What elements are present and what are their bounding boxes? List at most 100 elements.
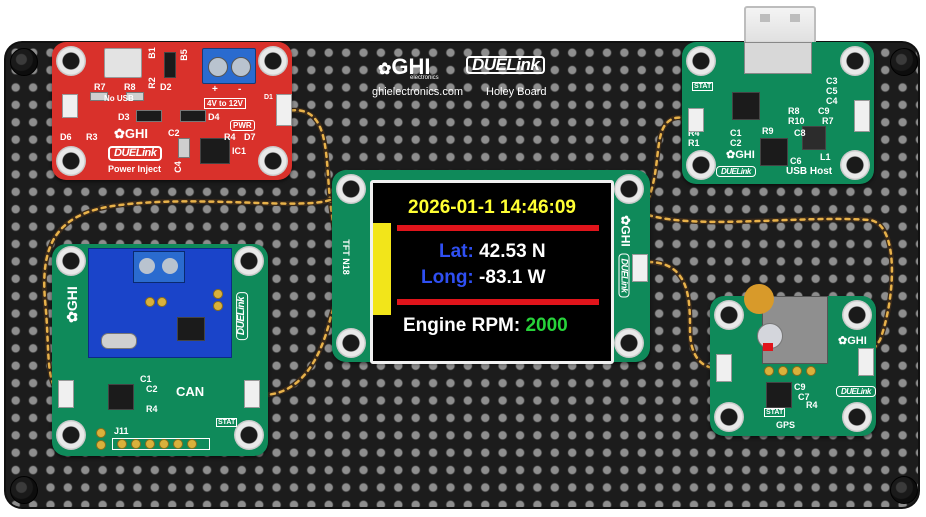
module-name: CAN xyxy=(176,384,205,399)
jst-connector-right[interactable] xyxy=(276,94,292,126)
mcu-ic xyxy=(760,138,788,166)
mount-hole xyxy=(56,246,86,276)
standoff-bottom-left xyxy=(10,476,38,504)
label-d1: D1 xyxy=(264,94,273,101)
label-c1: C1 xyxy=(140,374,152,384)
pad xyxy=(96,428,106,438)
label-r9: R9 xyxy=(762,126,774,136)
jumper-pad xyxy=(213,301,223,311)
jst-connector-right[interactable] xyxy=(854,100,870,132)
label-c7: C7 xyxy=(798,392,810,402)
jst-connector-right[interactable] xyxy=(858,348,874,376)
mount-hole xyxy=(234,420,264,450)
mount-hole xyxy=(56,420,86,450)
long-row: Long: -83.1 W xyxy=(421,267,546,289)
usb-label: No USB xyxy=(104,94,134,103)
mount-hole xyxy=(336,328,366,358)
usb-plug-tab xyxy=(760,14,770,22)
ic1-regulator xyxy=(200,138,230,164)
can-screw-terminal[interactable] xyxy=(133,251,185,283)
label-d7: D7 xyxy=(244,132,256,142)
pad xyxy=(764,366,774,376)
mount-hole xyxy=(56,146,86,176)
crystal xyxy=(101,333,137,349)
duelink-logo: DUELink xyxy=(466,56,546,74)
jst-connector-left[interactable] xyxy=(58,380,74,408)
standoff-bottom-right xyxy=(890,476,918,504)
jst-connector-left[interactable] xyxy=(716,354,732,382)
stat-label: STAT xyxy=(764,408,786,417)
usb-plug-tab xyxy=(790,14,800,22)
lat-row: Lat: 42.53 N xyxy=(439,241,546,263)
ghi-logo-sub: electronics xyxy=(410,75,439,81)
mount-hole xyxy=(714,402,744,432)
stat-label: STAT xyxy=(216,418,238,427)
duelink-logo: DUELink xyxy=(836,386,876,397)
mount-hole xyxy=(258,146,288,176)
jst-connector-right[interactable] xyxy=(244,380,260,408)
ghi-logo: ✿GHI xyxy=(726,149,755,161)
screen-flex-strip xyxy=(373,223,391,315)
plus-label: + xyxy=(212,84,218,95)
stat-label: STAT xyxy=(692,82,714,91)
label-r4: R4 xyxy=(688,128,700,138)
label-r4: R4 xyxy=(806,400,818,410)
module-name: Power Inject xyxy=(108,164,162,174)
jst-connector-left[interactable] xyxy=(62,94,78,118)
power-inject-module: R7 R8 B1 R2 No USB D2 B5 4V to 12V + - D… xyxy=(52,42,292,180)
label-c2: C2 xyxy=(730,138,742,148)
can-module: ✿GHI DUELink C1 C2 R4 CAN J11 STAT xyxy=(52,244,268,456)
gps-module: C9 C7 R4 STAT GPS ✿GHI DUELink xyxy=(710,284,876,436)
pwr-label: PWR xyxy=(230,120,255,131)
label-r7: R7 xyxy=(822,116,834,126)
screw-terminal[interactable] xyxy=(202,48,256,84)
mount-hole xyxy=(614,328,644,358)
label-r8: R8 xyxy=(124,82,136,92)
rpm-row: Engine RPM: 2000 xyxy=(403,315,568,337)
usb-a-receptacle[interactable] xyxy=(744,42,812,74)
diode-d2 xyxy=(164,52,176,78)
mount-hole xyxy=(614,174,644,204)
mount-hole xyxy=(234,246,264,276)
brand-site: ghielectronics.com xyxy=(372,86,464,98)
ghi-logo: ✿GHI xyxy=(63,286,80,323)
gps-antenna-tab xyxy=(744,284,774,314)
can-transceiver-board xyxy=(88,248,232,358)
label-d2: D2 xyxy=(160,82,172,92)
ghi-logo: ✿GHI xyxy=(114,126,149,141)
mount-hole xyxy=(686,150,716,180)
screw-icon xyxy=(162,258,178,274)
jumper-pad xyxy=(213,289,223,299)
usb-switch-ic xyxy=(802,126,826,150)
usb-c-connector[interactable] xyxy=(104,48,142,78)
label-c4: C4 xyxy=(172,161,183,173)
jst-connector-left[interactable] xyxy=(688,108,704,132)
ghi-logo: ✿GHI electronics xyxy=(378,54,439,81)
module-name: USB Host xyxy=(786,166,833,177)
tft-module-label: TFT N18 xyxy=(340,239,351,275)
label-r1: R1 xyxy=(688,138,700,148)
rpm-label: Engine RPM: xyxy=(403,315,521,336)
standoff-top-left xyxy=(10,48,38,76)
screw-icon xyxy=(208,57,228,77)
gps-receiver xyxy=(757,296,828,364)
label-c2: C2 xyxy=(146,384,158,394)
ghi-logo: ✿GHI xyxy=(618,215,633,247)
mcu-ic xyxy=(766,382,792,408)
voltage-label: 4V to 12V xyxy=(204,98,247,109)
mount-hole xyxy=(258,46,288,76)
long-label: Long: xyxy=(421,267,474,288)
label-j11: J11 xyxy=(114,426,129,436)
mcu-ic xyxy=(108,384,134,410)
pin-header-j11 xyxy=(112,438,210,450)
label-c1: C1 xyxy=(730,128,742,138)
minus-label: - xyxy=(238,84,242,95)
duelink-logo: DUELink xyxy=(618,253,630,298)
jst-connector-right[interactable] xyxy=(632,254,648,282)
usb-host-module: STAT C3 C5 C4 C9 R8 R10 R7 R4 C1 R1 C2 R… xyxy=(682,42,874,184)
label-c4: C4 xyxy=(826,96,838,106)
jumper-pad xyxy=(145,297,155,307)
can-controller-ic xyxy=(177,317,205,341)
label-c6: C6 xyxy=(790,156,802,166)
label-c5: C5 xyxy=(826,86,838,96)
